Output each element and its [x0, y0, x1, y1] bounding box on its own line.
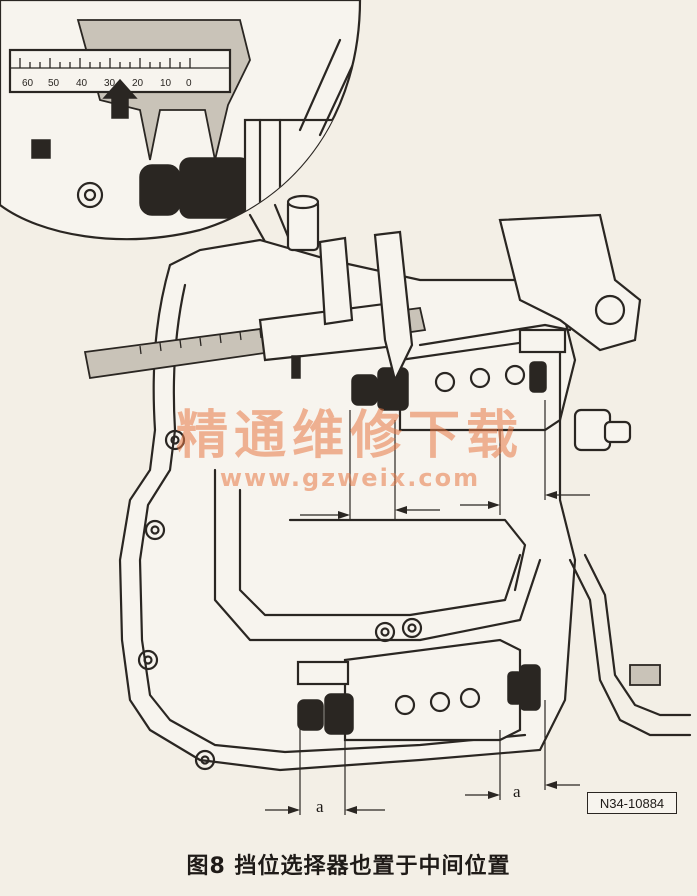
reference-code: N34-10884	[587, 792, 677, 814]
linkage-bolt	[629, 664, 661, 686]
lower-selector-collar-a	[297, 699, 324, 731]
scale-label-40: 40	[76, 78, 88, 89]
detail-collar-left	[139, 164, 181, 216]
scale-label-10: 10	[160, 78, 172, 89]
vernier-caliper	[83, 230, 427, 384]
lower-selector-end-b	[519, 664, 541, 711]
caliper-moving-jaw	[373, 230, 414, 384]
scale-label-60: 60	[22, 78, 34, 89]
side-bolts	[573, 408, 632, 452]
figure-caption: 图8 挡位选择器也置于中间位置	[186, 854, 511, 879]
detail-collar-right	[179, 157, 251, 219]
detail-bolt	[31, 139, 51, 159]
caliper-fixed-jaw	[318, 236, 354, 326]
linkage-rod	[568, 558, 692, 737]
detail-scale-ticks	[19, 58, 191, 68]
detail-hole	[76, 181, 104, 209]
upper-selector	[351, 323, 572, 432]
detail-reading-arrow	[102, 78, 138, 119]
scale-label-30: 30	[104, 78, 116, 89]
dimension-label-right: a	[513, 782, 521, 801]
upper-dimensions	[300, 400, 590, 520]
lower-dimensions: a a	[265, 700, 580, 816]
scale-label-20: 20	[132, 78, 144, 89]
upper-selector-end	[529, 361, 547, 393]
dimension-label-left: a	[316, 797, 324, 816]
lower-selector-tab	[296, 660, 350, 686]
caliper-lock-screw	[291, 355, 301, 379]
upper-selector-collar-a	[351, 374, 378, 406]
scale-label-0: 0	[186, 78, 192, 89]
scale-label-50: 50	[48, 78, 60, 89]
actuator-bracket	[498, 213, 642, 352]
upper-selector-tab	[518, 328, 567, 354]
lower-selector	[296, 638, 541, 742]
lower-selector-collar-b	[324, 693, 354, 735]
